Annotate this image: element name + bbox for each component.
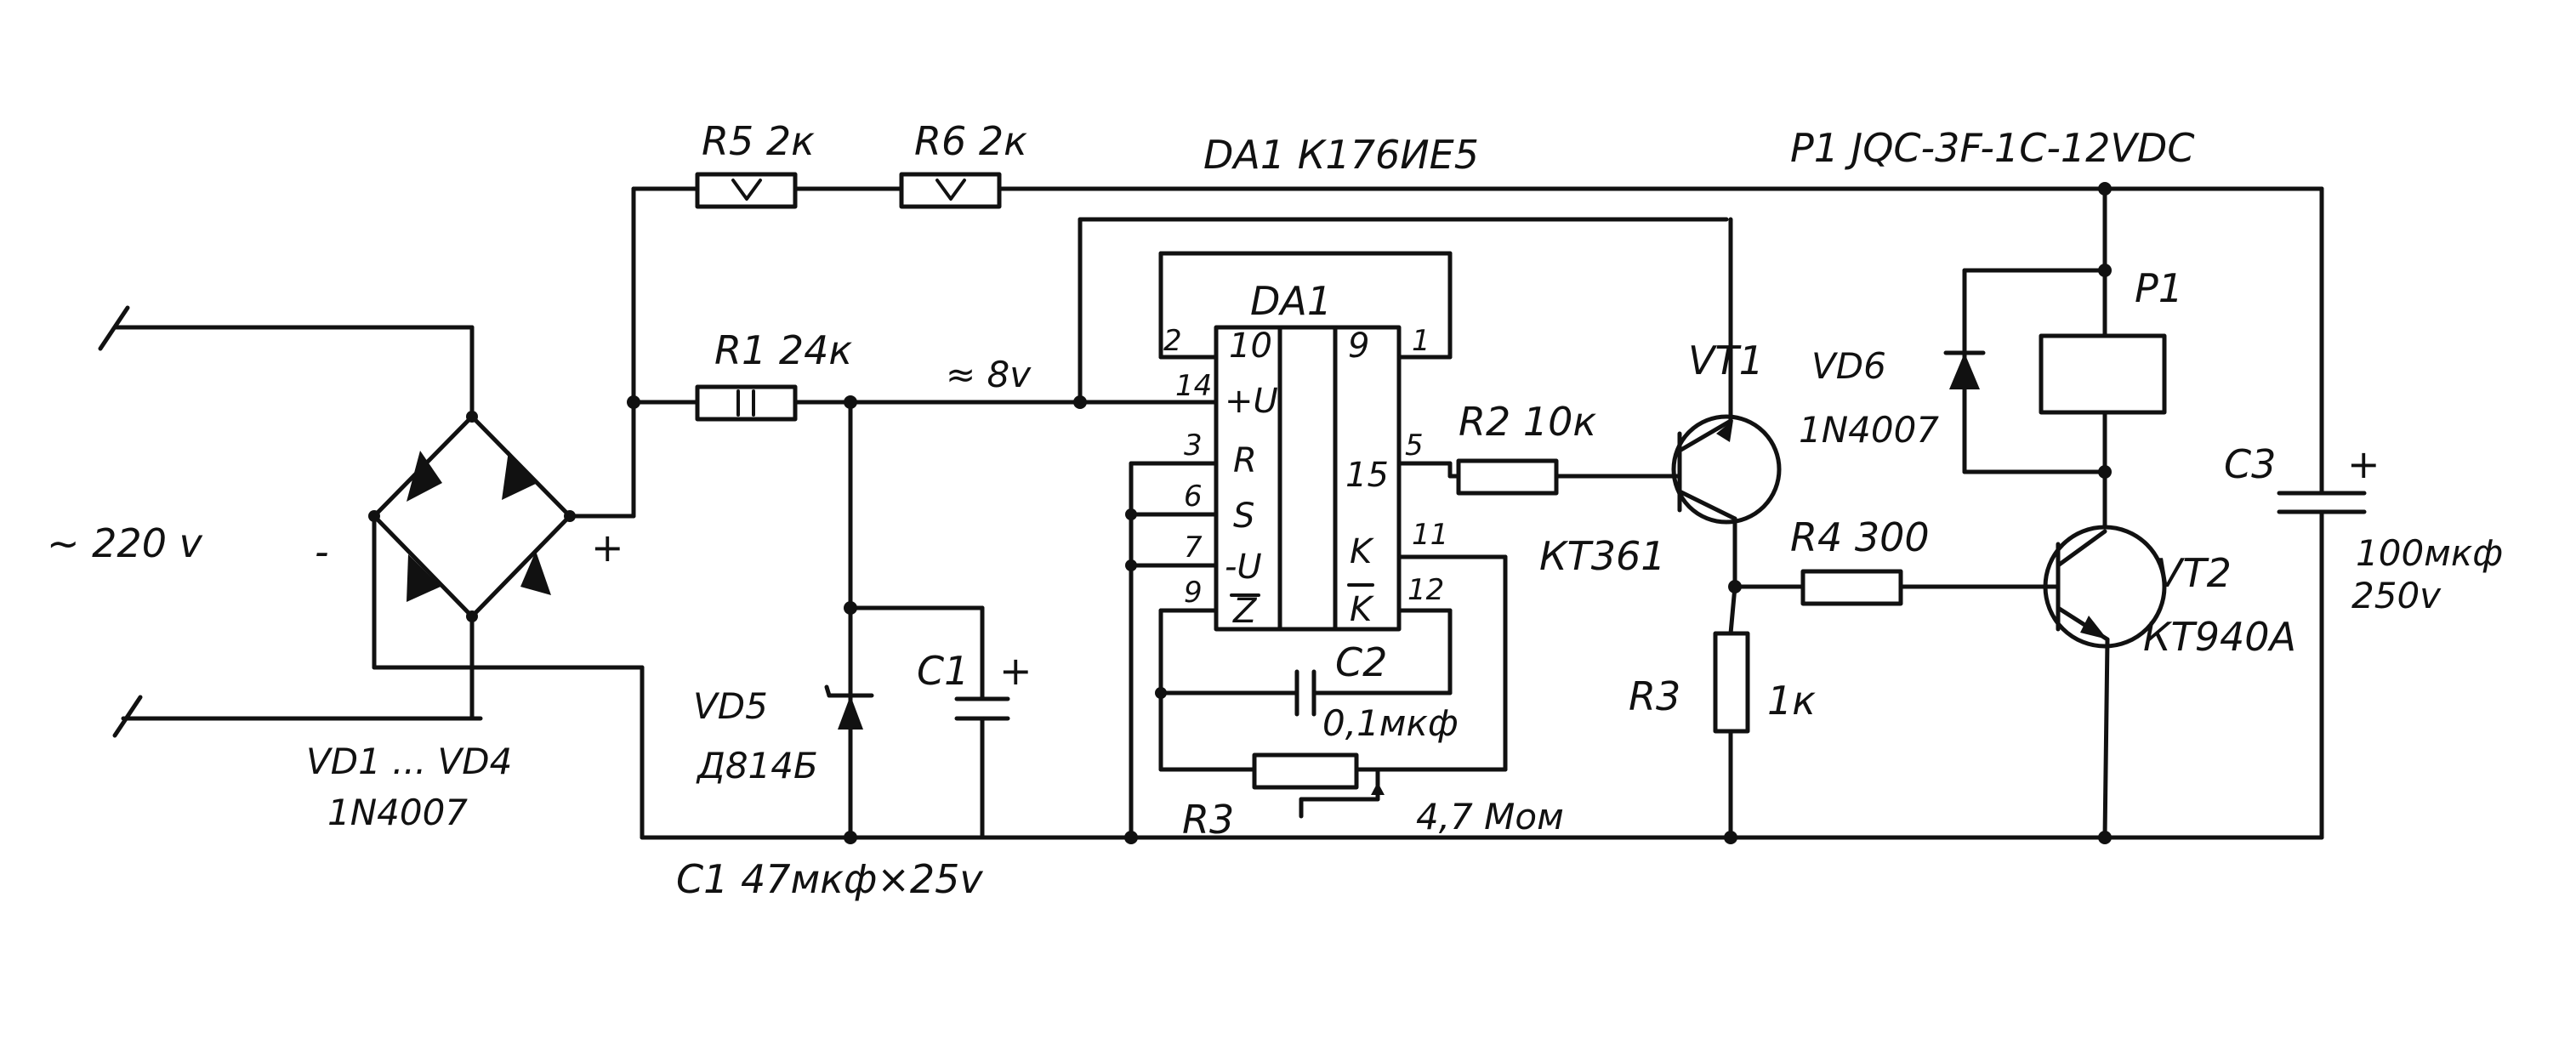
c1-plus-label: + xyxy=(999,648,1032,694)
c2-label: C2 xyxy=(1335,639,1387,685)
pin-14-label: 14 xyxy=(1175,369,1212,403)
resistor-r6 xyxy=(899,172,1002,209)
c2-value-label: 0,1мкф xyxy=(1322,702,1459,744)
pin-9-label: 9 xyxy=(1348,326,1369,366)
r4-label: R4 300 xyxy=(1790,514,1930,560)
pin-11-label: 11 xyxy=(1412,518,1448,552)
input-terminal-top xyxy=(98,305,130,351)
c3-label: C3 xyxy=(2224,441,2276,487)
r3-label: R3 xyxy=(1629,673,1680,719)
bridge-type-label: 1N4007 xyxy=(327,792,468,833)
pin-15-label: 15 xyxy=(1345,456,1389,495)
r3-pot-label: R3 xyxy=(1182,797,1234,843)
zener-vd5 xyxy=(838,696,863,730)
bridge-diode-1 xyxy=(407,451,442,502)
pin-7-label: 7 xyxy=(1184,531,1203,565)
chip-da1: DA1 2 10 9 1 14 +U 3 R 6 S 7 -U 9 Z 5 15 xyxy=(1125,251,1508,840)
pin-10-label: 10 xyxy=(1229,326,1272,366)
r1-branch: R1 24к ≈ 8v xyxy=(627,217,1729,422)
relay-stage: VD6 1N4007 P1 VT2 КТ940А C3 + 100мкф 250… xyxy=(1799,182,2503,840)
pin-1-label: 1 xyxy=(1412,324,1430,358)
pin-9b-label: 9 xyxy=(1184,576,1203,610)
r1-label: R1 24к xyxy=(714,327,852,373)
da1-title-label: DA1 xyxy=(1250,278,1332,324)
resistor-r5 xyxy=(695,172,798,209)
resistor-r2 xyxy=(1456,458,1559,496)
timing-network: C2 0,1мкф R3 4,7 Мом xyxy=(1155,608,1564,843)
vt2-name-label: VT2 xyxy=(2156,550,2232,596)
r3-value-label: 1к xyxy=(1767,678,1816,724)
pin-s-label: S xyxy=(1233,497,1254,536)
r3-pot-value-label: 4,7 Мом xyxy=(1416,796,1564,837)
voltage-8v-label: ≈ 8v xyxy=(946,354,1032,395)
relay-header-label: P1 JQC-3F-1C-12VDC xyxy=(1790,125,2194,171)
bridge-name-label: VD1 ... VD4 xyxy=(306,741,512,782)
resistor-r4 xyxy=(1800,569,1903,606)
pin-12-label: 12 xyxy=(1407,573,1444,607)
pin-kbar-label: K xyxy=(1350,590,1374,629)
c1-value-label: C1 47мкф×25v xyxy=(676,856,983,902)
resistor-r1 xyxy=(695,384,798,422)
ac-input: ~ 220 v xyxy=(47,305,483,738)
pin-5-label: 5 xyxy=(1405,429,1424,463)
resistor-r3 xyxy=(1713,631,1750,734)
vt2-type-label: КТ940А xyxy=(2143,614,2296,660)
bridge-diode-2 xyxy=(502,451,537,500)
zener-filter: VD5 Д814Б C1 + C1 47мкф×25v xyxy=(676,400,1032,902)
pin-3-label: 3 xyxy=(1184,429,1203,463)
vd5-name-label: VD5 xyxy=(693,685,768,727)
bridge-diode-3 xyxy=(407,554,441,602)
pin-6-label: 6 xyxy=(1184,480,1203,514)
vt1-type-label: КТ361 xyxy=(1539,533,1666,579)
pin-k-label: K xyxy=(1350,532,1374,571)
input-terminal-bottom xyxy=(112,695,143,738)
pin-2-label: 2 xyxy=(1163,324,1182,358)
bridge-plus-label: + xyxy=(591,525,624,571)
vd6-type-label: 1N4007 xyxy=(1799,409,1939,451)
diode-bridge: - + VD1 ... VD4 1N4007 xyxy=(306,325,645,840)
bridge-diode-4 xyxy=(520,551,551,595)
transistor-vt2 xyxy=(2043,525,2167,649)
r2-label: R2 10к xyxy=(1459,399,1596,445)
relay-coil-p1 xyxy=(2039,333,2167,415)
pin-z-label: Z xyxy=(1232,592,1258,631)
supply-rail: R5 2к R6 2к DA1 К176ИЕ5 P1 JQC-3F-1C-12V… xyxy=(631,118,2324,519)
mains-voltage-label: ~ 220 v xyxy=(47,520,203,566)
r6-label: R6 2к xyxy=(914,118,1027,164)
vd5-type-label: Д814Б xyxy=(696,745,818,786)
potentiometer-r3 xyxy=(1252,752,1359,790)
c3-value-label: 100мкф xyxy=(2356,532,2503,574)
c3-plus-label: + xyxy=(2347,441,2380,487)
vt1-name-label: VT1 xyxy=(1688,338,1764,383)
pin-plus-u-label: +U xyxy=(1225,382,1278,421)
transistor-vt1 xyxy=(1671,414,1782,525)
p1-label: P1 xyxy=(2135,265,2183,311)
pin-r-label: R xyxy=(1233,441,1257,480)
r5-label: R5 2к xyxy=(702,118,815,164)
driver-stage: R2 10к VT1 КТ361 R3 1к R4 300 xyxy=(1447,217,2061,840)
pin-minus-u-label: -U xyxy=(1225,548,1262,587)
da1-header-label: DA1 К176ИЕ5 xyxy=(1203,132,1479,178)
da1-body xyxy=(1214,325,1402,632)
c3-voltage-label: 250v xyxy=(2351,575,2442,616)
vd6-name-label: VD6 xyxy=(1811,345,1886,387)
diode-vd6 xyxy=(1949,353,1980,389)
bridge-minus-label: - xyxy=(315,529,329,575)
c1-label: C1 xyxy=(917,648,969,694)
